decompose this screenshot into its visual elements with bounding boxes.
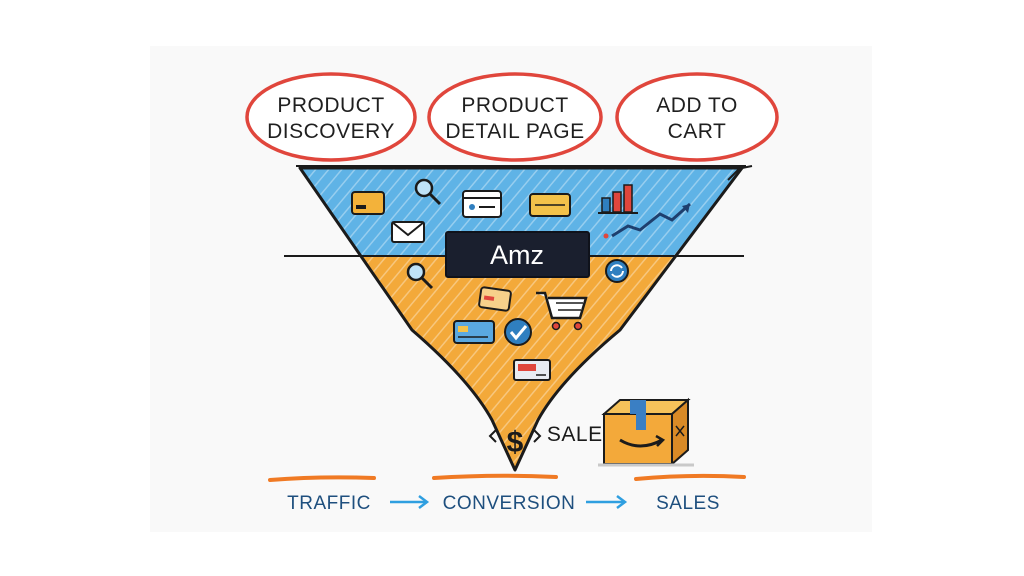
refresh-icon bbox=[605, 259, 629, 283]
underline bbox=[634, 473, 746, 481]
amazon-box-icon bbox=[598, 397, 694, 467]
stage-oval-add-to-cart: ADD TO CART bbox=[615, 72, 779, 162]
credit-card-icon bbox=[529, 193, 571, 217]
underline bbox=[432, 473, 558, 480]
stage-label-line2: CART bbox=[668, 120, 727, 143]
envelope-icon bbox=[391, 221, 425, 243]
stage-label-line1: PRODUCT bbox=[461, 94, 568, 117]
stage-label-line2: DISCOVERY bbox=[267, 120, 395, 143]
flow-step-3: SALES bbox=[656, 493, 720, 514]
underline bbox=[268, 475, 376, 482]
bar-chart-icon bbox=[598, 184, 638, 214]
search-icon bbox=[414, 178, 442, 206]
flow-step-2: CONVERSION bbox=[443, 493, 576, 514]
currency-symbol: $ bbox=[507, 426, 524, 459]
credit-card-icon bbox=[351, 191, 385, 215]
funnel-label: Amz bbox=[490, 240, 544, 270]
arrow-right-icon bbox=[390, 495, 430, 509]
credit-card-icon bbox=[453, 320, 495, 344]
coupon-icon bbox=[513, 359, 551, 381]
shopping-cart-icon bbox=[536, 291, 588, 331]
browser-window-icon bbox=[462, 190, 502, 218]
stage-label-line1: PRODUCT bbox=[277, 94, 384, 117]
stage-oval-product-detail-page: PRODUCT DETAIL PAGE bbox=[427, 72, 603, 162]
stage-oval-product-discovery: PRODUCT DISCOVERY bbox=[245, 72, 417, 162]
search-icon bbox=[406, 262, 434, 290]
outcome-label: SALES bbox=[547, 423, 617, 446]
stage-label-line2: DETAIL PAGE bbox=[445, 120, 584, 143]
trend-arrow-icon bbox=[603, 202, 691, 239]
arrow-right-icon bbox=[586, 495, 628, 509]
flow-step-1: TRAFFIC bbox=[287, 493, 371, 514]
checkmark-icon bbox=[504, 318, 532, 346]
stage-label-line1: ADD TO bbox=[656, 94, 738, 117]
dollar-icon: $ bbox=[488, 426, 542, 459]
credit-card-icon bbox=[478, 286, 512, 312]
funnel-label-box: Amz bbox=[445, 231, 590, 278]
